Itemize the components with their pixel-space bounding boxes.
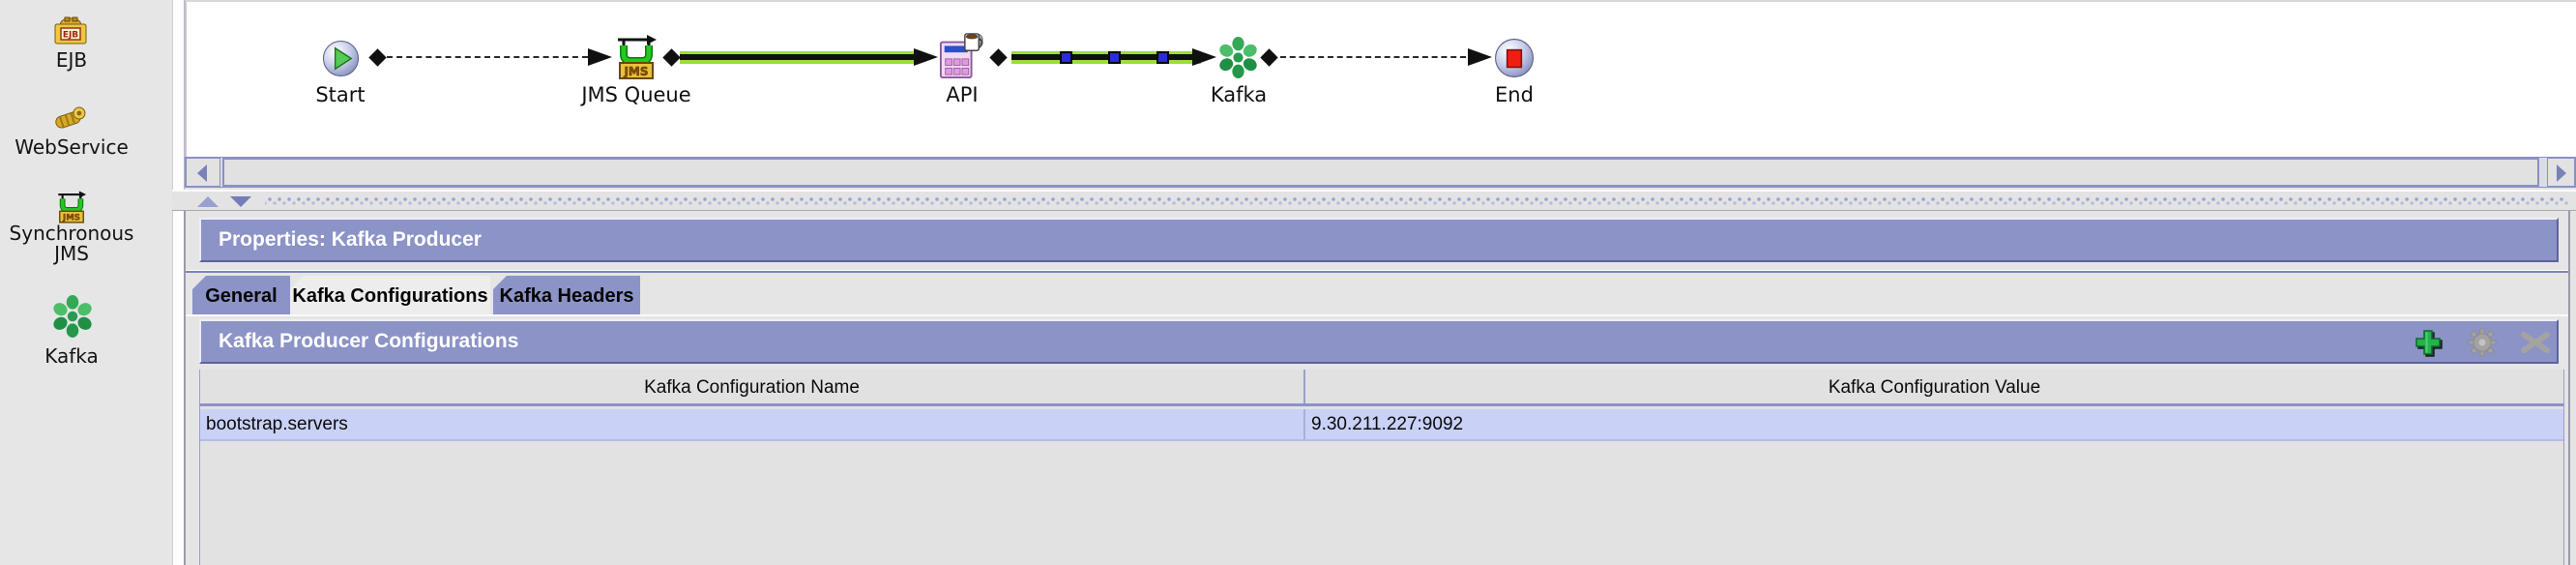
title-divider [186,270,2568,273]
synchronous-jms-icon[interactable]: JMS [54,190,89,228]
tab-kafka-headers[interactable]: Kafka Headers [493,276,640,314]
configurations-table: Kafka Configuration Name Kafka Configura… [199,370,2564,565]
flow-layer: JMS [0,0,2576,157]
kafka-out-port [1260,48,1278,67]
flow-canvas[interactable] [185,0,2576,157]
connector-start-jms[interactable] [387,56,588,58]
properties-panel: Properties: Kafka Producer General Kafka… [184,211,2570,565]
kafka-icon[interactable] [50,294,95,342]
add-configuration-button[interactable] [2414,328,2443,357]
connector-marker-1 [1060,51,1072,64]
table-header-row: Kafka Configuration Name Kafka Configura… [200,370,2563,406]
start-node-icon[interactable] [322,40,360,81]
webservice-icon[interactable] [51,104,90,136]
configurations-section-title: Kafka Producer Configurations [219,330,519,352]
configurations-section-header: Kafka Producer Configurations [199,319,2559,364]
palette-item-webservice[interactable]: WebService [15,135,129,159]
connector-kafka-end[interactable] [1280,56,1466,58]
jms-queue-node-icon[interactable]: JMS [612,33,660,85]
node-label-start: Start [315,83,366,106]
connector-jms-api-arrowhead [914,48,938,66]
kafka-node-icon[interactable] [1216,36,1260,83]
tab-kafka-configurations[interactable]: Kafka Configurations [290,276,490,314]
connector-marker-3 [1156,51,1169,64]
connector-jms-api[interactable] [680,51,920,64]
canvas-horizontal-scrollbar[interactable] [185,157,2576,188]
connector-start-jms-arrowhead [588,48,612,66]
connector-api-kafka-arrowhead [1192,48,1216,66]
palette-item-kafka[interactable]: Kafka [44,344,99,368]
node-palette: EJB EJB WebService [0,0,172,565]
api-node-icon[interactable] [938,31,984,85]
scroll-left-icon [197,164,207,182]
scroll-right-icon [2557,164,2566,182]
jms-out-port [662,48,681,67]
tabs-baseline [186,314,2568,316]
splitter-collapse-down-icon[interactable] [230,196,251,207]
connector-marker-2 [1108,51,1121,64]
jms-queue-icon-text: JMS [623,65,648,78]
node-label-api: API [946,83,979,106]
api-out-port [989,48,1008,67]
end-node-icon[interactable] [1494,38,1535,82]
connector-api-kafka[interactable] [1011,51,1201,64]
column-header-name[interactable]: Kafka Configuration Name [200,370,1305,403]
ejb-icon[interactable]: EJB [53,16,88,49]
scrollbar-thumb[interactable] [222,158,2539,187]
jms-icon-text: JMS [62,214,80,223]
cell-configuration-value[interactable]: 9.30.211.227:9092 [1311,414,1464,434]
column-header-value[interactable]: Kafka Configuration Value [1828,377,2041,398]
cell-configuration-name[interactable]: bootstrap.servers [200,409,1305,439]
palette-item-synchronous-jms[interactable]: Synchronous JMS [9,222,134,265]
connector-kafka-end-arrowhead [1468,48,1492,66]
palette-item-ejb[interactable]: EJB [55,48,88,72]
edit-configuration-button[interactable] [2468,328,2497,357]
splitter-collapse-up-icon[interactable] [197,196,219,207]
start-out-port [368,48,387,67]
properties-title-bar: Properties: Kafka Producer [199,218,2559,262]
scroll-right-button[interactable] [2547,158,2575,187]
table-row[interactable]: bootstrap.servers 9.30.211.227:9092 [200,409,2563,441]
ejb-icon-text: EJB [63,31,78,41]
splitter-grip[interactable] [265,196,2568,207]
scroll-left-button[interactable] [186,158,220,187]
tab-general[interactable]: General [192,276,290,314]
node-label-end: End [1495,83,1534,106]
node-label-kafka: Kafka [1210,83,1268,106]
node-label-jms-queue: JMS Queue [581,83,691,106]
delete-configuration-button[interactable] [2521,328,2550,357]
properties-title: Properties: Kafka Producer [219,228,482,251]
panel-splitter[interactable] [172,190,2576,211]
